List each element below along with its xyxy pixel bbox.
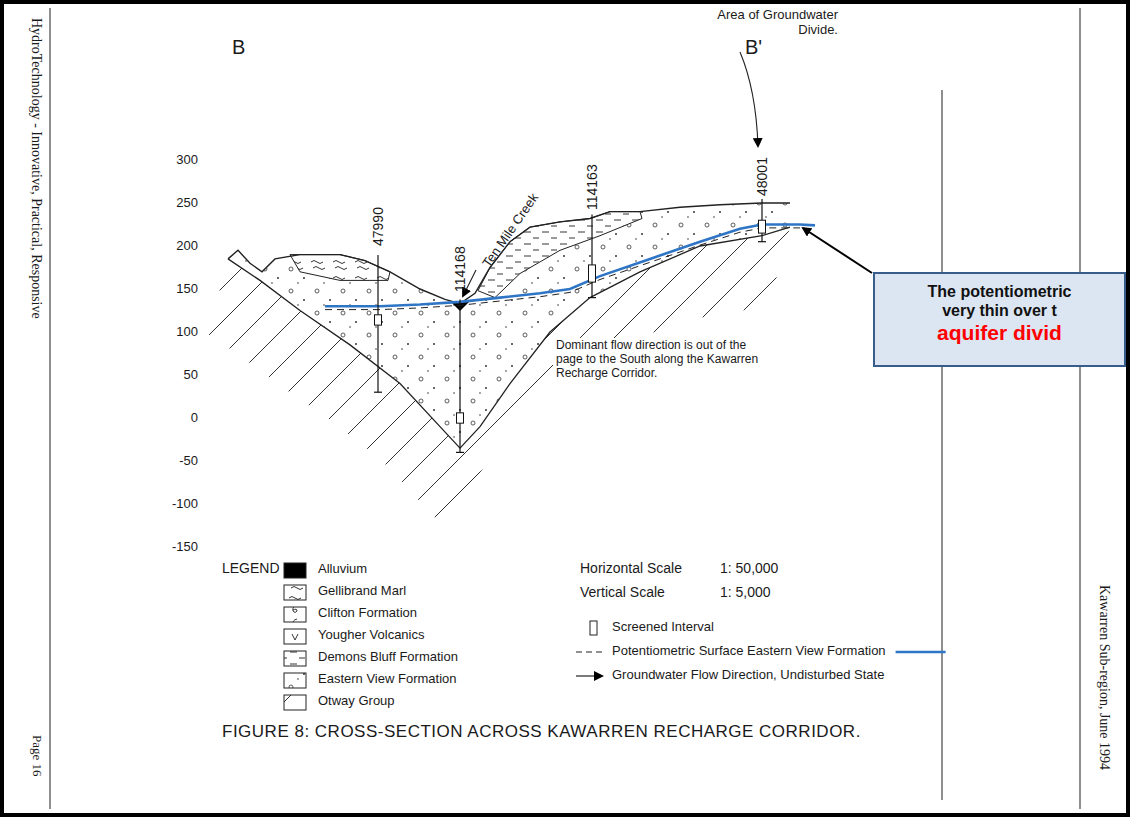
- running-footer: Kawarren Sub-region, June 1994: [1096, 585, 1112, 770]
- legend-text: Potentiometric Surface Eastern View Form…: [612, 644, 886, 659]
- legend-text: Otway Group: [318, 694, 395, 709]
- well-base: [588, 297, 596, 298]
- scale-label: Vertical Scale: [580, 584, 665, 600]
- potentiometric-surface-line: [325, 225, 815, 307]
- well-casing: [591, 214, 592, 297]
- legend-sample-blue: [896, 651, 946, 654]
- screened-interval: [759, 220, 766, 233]
- otway-contact-line: [228, 227, 790, 448]
- callout-box: The potentiometric very thin over taquif…: [873, 272, 1126, 367]
- legend-text: Demons Bluff Formation: [318, 650, 458, 665]
- axis-value: 250: [176, 196, 198, 211]
- flow-note: Dominant flow direction is out of the pa…: [553, 338, 774, 381]
- page-number: Page 16: [29, 735, 44, 777]
- axis-value: 0: [191, 411, 198, 426]
- scale-value: 1: 50,000: [720, 560, 778, 576]
- legend-text: Clifton Formation: [318, 606, 417, 621]
- page-rule: [1079, 8, 1080, 809]
- divide-note: Area of Groundwater Divide.: [700, 8, 838, 38]
- legend-swatch: [284, 607, 306, 622]
- page-rule: [49, 8, 50, 809]
- axis-value: 150: [176, 282, 198, 297]
- legend-text: Alluvium: [318, 562, 367, 577]
- callout-emphasis: aquifer divid: [881, 320, 1118, 345]
- section-end-label: B: [232, 36, 245, 59]
- section-end-label: B': [745, 36, 762, 59]
- well-base: [374, 392, 382, 393]
- well-number: 48001: [754, 157, 770, 196]
- screened-interval: [375, 315, 382, 325]
- axis-value: -150: [172, 540, 198, 555]
- well-base: [456, 452, 464, 453]
- screened-interval: [457, 413, 464, 423]
- wells: [374, 199, 766, 452]
- figure-caption: FIGURE 8: CROSS-SECTION ACROSS KAWARREN …: [222, 722, 861, 742]
- page-rule: [941, 90, 942, 800]
- axis-value: 200: [176, 239, 198, 254]
- legend-swatch: [284, 651, 306, 666]
- scale-value: 1: 5,000: [720, 584, 771, 600]
- callout-arrow: [803, 228, 872, 273]
- well-number: 114163: [584, 164, 600, 210]
- well-casing: [459, 300, 460, 453]
- gellibrand-marl-fill: [290, 255, 390, 281]
- screened-interval: [589, 265, 596, 282]
- legend-text: Yougher Volcanics: [318, 628, 425, 643]
- axis-value: -50: [179, 454, 198, 469]
- well-number: 114168: [452, 246, 468, 292]
- axis-value: -100: [172, 497, 198, 512]
- legend-text: Screened Interval: [612, 620, 714, 635]
- running-header: HydroTechnology - Innovative, Practical,…: [28, 18, 44, 319]
- legend-swatch: [284, 629, 306, 644]
- legend-swatch: [284, 673, 306, 688]
- well-number: 47990: [370, 207, 386, 246]
- legend-swatch: [284, 585, 306, 600]
- legend-swatch: [284, 695, 306, 710]
- legend-samples: [284, 563, 946, 710]
- callout-text: The potentiometric very thin over t: [916, 282, 1084, 320]
- legend-text: Groundwater Flow Direction, Undisturbed …: [612, 668, 884, 683]
- potentiometric-dashed: [325, 228, 800, 310]
- leader-arrow: [740, 52, 758, 146]
- legend-sample-screen: [590, 621, 597, 635]
- legend-sample-arrow: [576, 675, 602, 676]
- axis-value: 300: [176, 153, 198, 168]
- axis-value: 50: [184, 368, 198, 383]
- ground-surface: [228, 203, 790, 304]
- legend-heading: LEGEND: [222, 560, 280, 576]
- axis-value: 100: [176, 325, 198, 340]
- gellibrand-marl-patch: [290, 255, 390, 281]
- legend-swatch: [284, 563, 306, 578]
- legend-sample-dashed: [576, 652, 604, 653]
- well-base: [758, 241, 766, 242]
- legend-text: Eastern View Formation: [318, 672, 457, 687]
- scale-label: Horizontal Scale: [580, 560, 682, 576]
- legend-text: Gellibrand Marl: [318, 584, 406, 599]
